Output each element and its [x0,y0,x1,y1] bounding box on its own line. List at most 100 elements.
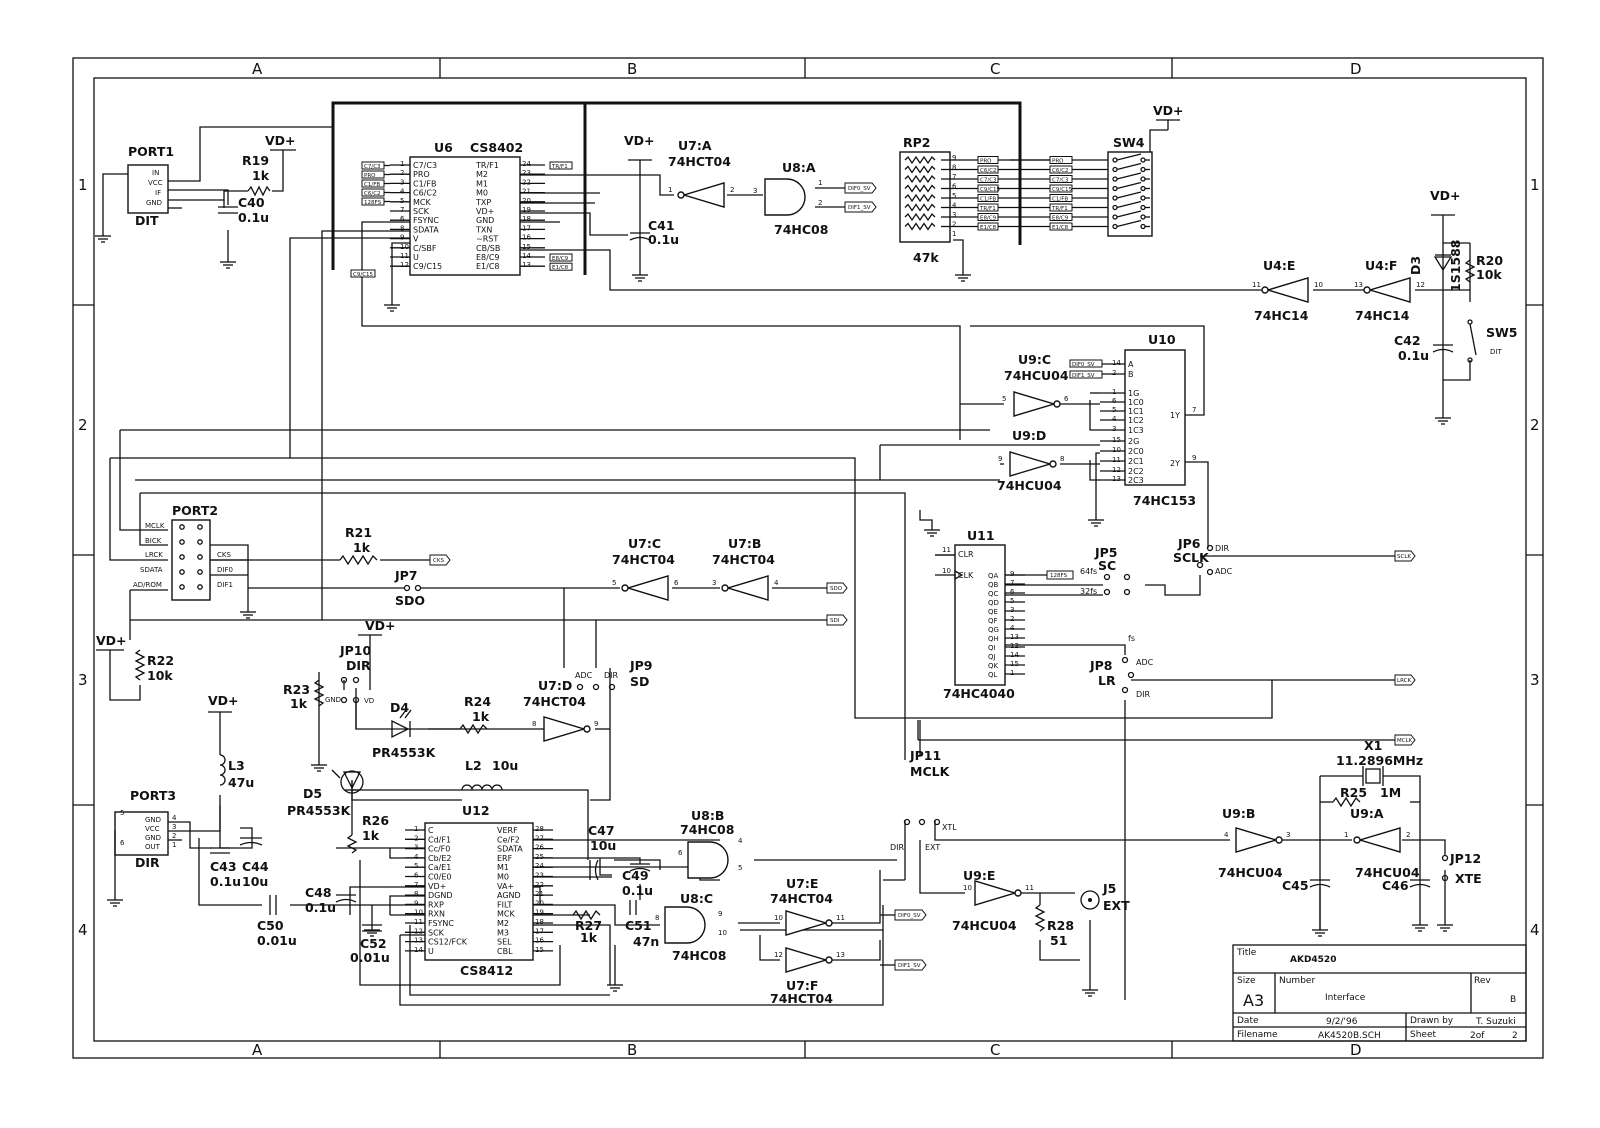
jp5-ref: JP5 [1094,545,1118,560]
u6-rtag-0 [549,161,573,170]
jp9-opt-dir: DIR [604,671,619,680]
u7f-body [785,947,829,973]
u8b-pin-b: 4 [738,837,743,845]
u11-ref: U11 [967,528,995,543]
r22-value: 10k [147,668,173,683]
l2-ref: L2 [465,758,482,773]
u9a-pin-out: 1 [1344,831,1348,839]
u12-pin-num-6: 7 [414,881,418,889]
u11-out-0: QA [988,572,999,580]
sheet-total: 2 [1512,1031,1518,1041]
sw5-ref: SW5 [1486,325,1518,340]
rp2-num-6: 3 [952,211,956,219]
jp9-opt-adc: ADC [575,671,593,680]
u7e-pin-in: 10 [774,914,783,922]
c46-capacitor [1409,879,1431,888]
u6-ltag-label-2: C1/FB [364,182,380,188]
u12-rpin-8: FILT [497,900,512,909]
r22-resistor [134,649,146,681]
u11-out-4: QE [988,608,998,616]
u10-pin-8: 2C0 [1128,447,1144,456]
u9c-ref: U9:C [1018,352,1051,367]
u6-rtag-1 [549,253,573,262]
u10-pin-num-1: 2 [1112,369,1116,377]
r28-ref: R28 [1047,918,1074,933]
u11-num-10: 10 [942,567,951,575]
u9d-bubble [1049,460,1057,468]
u8c-body [664,906,706,944]
u8c-pin-a: 8 [655,914,659,922]
u6-pin-10: U [413,253,419,262]
u10-pin-4: 1C1 [1128,407,1144,416]
u12-rpin-3: ERF [497,854,513,863]
port2-ref: PORT2 [172,503,218,518]
jp6-opt-adc: ADC [1215,567,1233,576]
u8b-part: 74HC08 [680,822,734,837]
u12-pin-3: Cb/E2 [428,854,452,863]
u7a-pin-in: 2 [730,186,734,194]
u7e-part: 74HCT04 [770,891,833,906]
u9d-ref: U9:D [1012,428,1046,443]
u7c-part: 74HCT04 [612,552,675,567]
sw5-value: DIT [1490,348,1502,356]
r20-resistor [1464,259,1476,283]
sheet-label: Sheet [1410,1030,1436,1040]
u10-tag-dif1-label: DIF1_SV [1072,373,1095,379]
u6-rpin-num-11: 13 [522,261,531,269]
u8b-pin-a: 6 [678,849,683,857]
u7f-pin-out: 13 [836,951,845,959]
d5-led [331,769,364,794]
u6-pin-num-9: 10 [400,243,409,251]
u12-pin-11: SCK [428,928,445,937]
rp2-out-tag-label-1: C6/C2 [1052,168,1069,174]
u8c-part: 74HC08 [672,948,726,963]
u11-out-10: QK [988,662,999,670]
svg-text:SDI: SDI [830,618,840,624]
port3-num-1: 1 [172,841,176,849]
u6-rpin-8: ~RST [476,235,498,244]
size-value: A3 [1243,991,1264,1010]
port2-pin-dif1: DIF1 [217,581,233,589]
drawn-label: Drawn by [1410,1016,1454,1026]
r24-resistor [459,723,488,735]
rp2-out-tag-label-2: C7/C3 [1052,178,1069,184]
l3-ref: L3 [228,758,245,773]
u12-rpin-num-11: 17 [535,927,544,935]
u12-rpin-num-10: 18 [535,918,544,926]
u6-pin-3: C6/C2 [413,189,437,198]
u6-pin-num-8: 9 [400,234,404,242]
c42-ref: C42 [1394,333,1421,348]
u6-rpin-num-3: 21 [522,188,531,196]
u6-rpin-6: GND [476,216,494,225]
zone-col-b-top: B [627,60,637,78]
u8a-body [764,178,806,216]
r26-resistor [346,834,358,854]
date-value: 9/2/'96 [1326,1017,1358,1027]
c45-ref: C45 [1282,878,1309,893]
jp10-ref: JP10 [339,643,372,658]
u6-rpin-num-9: 15 [522,243,531,251]
port1-pin-gnd: GND [146,199,162,207]
sw4-switches [1112,153,1150,230]
port3-num-2: 2 [172,832,176,840]
u6-pin-num-1: 2 [400,169,404,177]
port2-body [171,519,211,601]
u9e-ref: U9:E [963,868,995,883]
jp8-opt-dir: DIR [1136,690,1151,699]
c52-value: 0.01u [350,950,390,965]
u7b-body [725,575,769,601]
port3-type: DIR [135,855,160,870]
rp2-in-tag-label-1: C6/C2 [980,168,997,174]
u7d-pin-out: 9 [594,720,598,728]
port3-pin-out: OUT [145,843,161,851]
zone-row-3-right: 3 [1530,671,1540,689]
u11-out-7: QH [988,635,999,643]
rev-value: B [1510,995,1516,1005]
rp2-in-tag-label-2: C7/C3 [980,178,997,184]
port3-ref: PORT3 [130,788,176,803]
u6-pin-2: C1/FB [413,179,436,188]
